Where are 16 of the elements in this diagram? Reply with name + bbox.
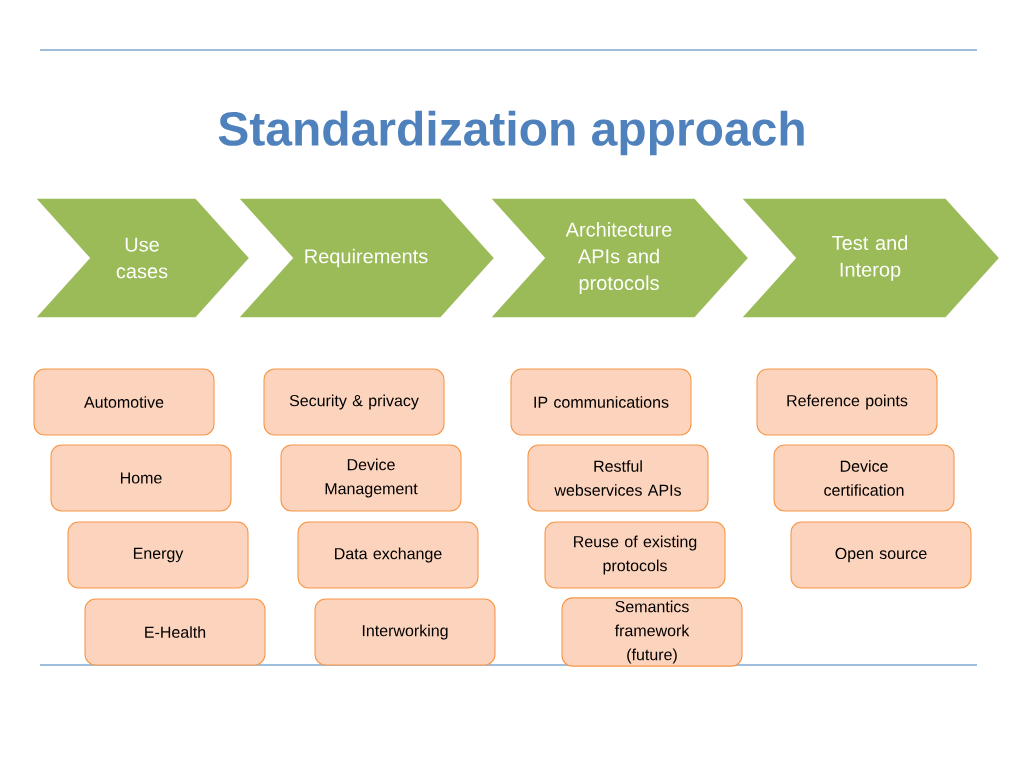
rounded-box: Interworking [314,598,496,666]
rounded-box: Home [50,444,232,512]
rounded-box: Reference points [756,368,938,436]
rounded-box: Energy [67,521,249,589]
rounded-box: Device certification [773,444,955,512]
rounded-box: Security & privacy [263,368,445,436]
rounded-box: Reuse of existing protocols [544,521,726,589]
rounded-box: Automotive [33,368,215,436]
rounded-box: Data exchange [297,521,479,589]
rounded-box: Open source [790,521,972,589]
rounded-box: IP communications [510,368,692,436]
rounded-box: Device Management [280,444,462,512]
rounded-box: Semantics framework (future) [561,597,743,667]
rounded-box: Restful webservices APIs [527,444,709,512]
title: Standardization approach [218,110,804,156]
rounded-box: E-Health [84,598,266,666]
